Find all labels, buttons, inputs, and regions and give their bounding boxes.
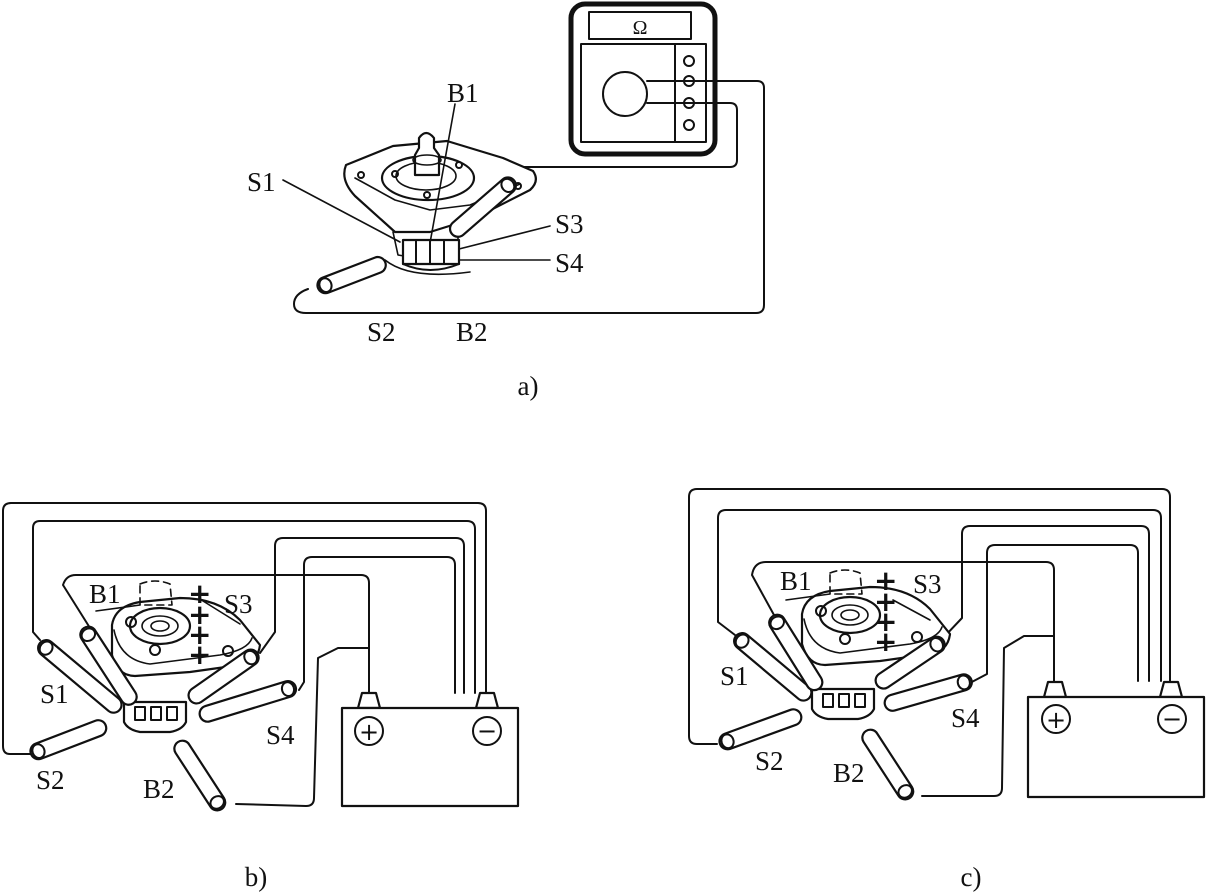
wire-s2 — [688, 488, 1171, 745]
polarity-mark: + — [874, 585, 897, 618]
label-s3: S3 — [555, 209, 584, 239]
motor — [95, 580, 262, 734]
wire-s4 — [298, 556, 456, 694]
wire-s1 — [32, 520, 476, 694]
polarity-mark: + — [188, 598, 211, 631]
battery: + − — [340, 691, 520, 808]
probe-s1 — [733, 632, 813, 702]
wire-s3 — [259, 537, 465, 694]
polarity-mark: + — [874, 625, 897, 658]
meter-lead — [516, 102, 738, 168]
positive-terminal-icon — [1041, 704, 1071, 734]
caption-c: c) — [961, 862, 982, 892]
panel-b: + + + + — [2, 502, 520, 892]
panel-a: Ω — [247, 1, 765, 401]
polarity-mark: + — [188, 577, 211, 610]
meter-jack — [683, 55, 695, 67]
wire-b1 — [62, 574, 370, 694]
label-s1: S1 — [720, 661, 749, 691]
label-s2: S2 — [36, 765, 65, 795]
probe-s4 — [883, 673, 973, 712]
wire-s3 — [943, 525, 1150, 682]
label-b2: B2 — [143, 774, 175, 804]
meter-lead — [293, 80, 765, 314]
motor — [343, 131, 537, 276]
label-s4: S4 — [266, 720, 295, 750]
wire-b2 — [235, 647, 370, 807]
label-s1: S1 — [247, 167, 276, 197]
negative-terminal-icon — [1157, 704, 1187, 734]
label-b1: B1 — [780, 566, 812, 596]
label-b2: B2 — [833, 758, 865, 788]
battery: + − — [1026, 680, 1206, 799]
label-s4: S4 — [555, 248, 584, 278]
polarity-mark: + — [874, 564, 897, 597]
meter-dial — [602, 71, 648, 117]
label-b1: B1 — [89, 579, 121, 609]
probe-b2 — [173, 739, 227, 812]
probe-s3 — [874, 635, 946, 690]
wire-s2 — [2, 502, 487, 755]
label-s3: S3 — [913, 569, 942, 599]
wire-b2 — [921, 635, 1055, 797]
probe-s4 — [198, 680, 298, 723]
battery-positive: + — [1046, 706, 1066, 734]
label-s2: S2 — [755, 746, 784, 776]
probe — [316, 255, 387, 295]
probe-b2 — [861, 728, 915, 801]
label-s2: S2 — [367, 317, 396, 347]
probe — [448, 176, 517, 238]
probe-b1 — [79, 625, 138, 706]
label-b2: B2 — [456, 317, 488, 347]
probe-s2 — [718, 708, 803, 751]
panel-c: + + + + — [688, 488, 1206, 892]
wire-s4 — [967, 544, 1139, 685]
battery-negative: − — [477, 717, 497, 745]
battery-positive: + — [359, 718, 379, 746]
negative-terminal-icon — [472, 716, 502, 746]
caption-a: a) — [518, 371, 539, 401]
meter-jack — [683, 119, 695, 131]
motor — [785, 569, 952, 721]
battery-negative: − — [1162, 705, 1182, 733]
ohmmeter: Ω — [568, 1, 718, 157]
probe-s1 — [37, 639, 123, 714]
ohm-symbol: Ω — [633, 17, 648, 39]
probe-s2 — [29, 719, 108, 761]
wire-b1 — [751, 561, 1055, 682]
positive-terminal-icon — [354, 716, 384, 746]
polarity-mark: + — [188, 638, 211, 671]
polarity-mark: + — [874, 605, 897, 638]
probe-s3 — [187, 648, 260, 705]
wire-s1 — [717, 509, 1162, 682]
probe-b1 — [768, 613, 824, 692]
label-b1: B1 — [447, 78, 479, 108]
caption-b: b) — [245, 862, 268, 892]
polarity-mark: + — [188, 618, 211, 651]
label-s1: S1 — [40, 679, 69, 709]
label-s3: S3 — [224, 589, 253, 619]
label-s4: S4 — [951, 703, 980, 733]
